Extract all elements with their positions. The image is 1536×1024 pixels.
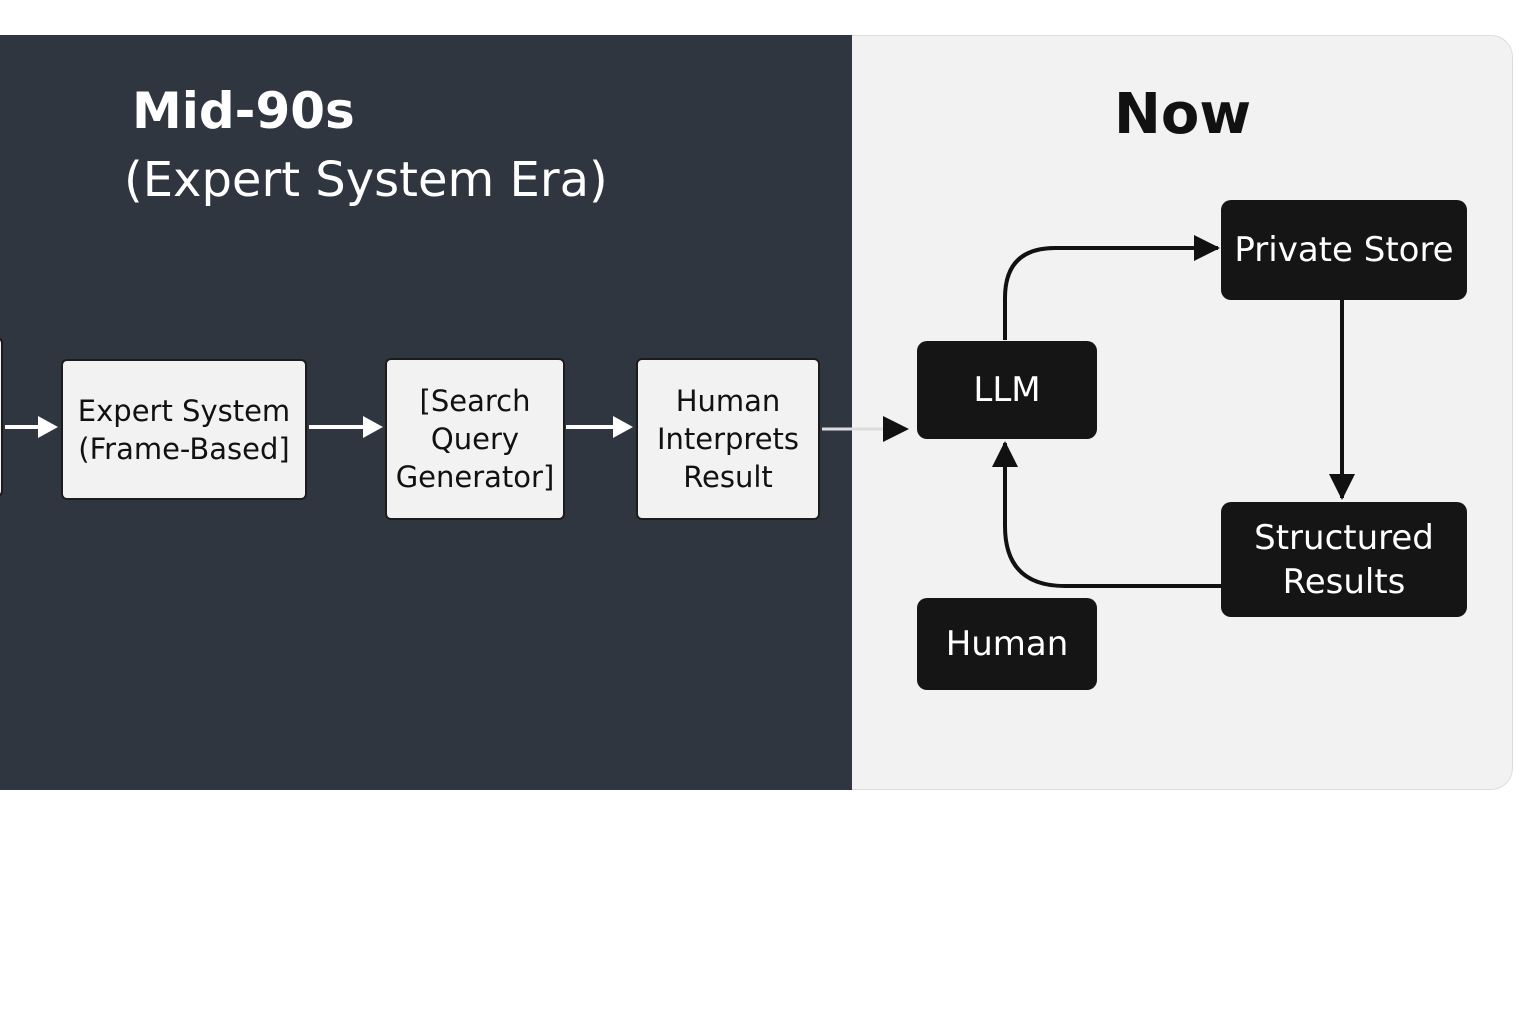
- arrow-results-to-llm: [992, 441, 1221, 588]
- expert-era-subtitle: (Expert System Era): [124, 152, 608, 208]
- llm-node: LLM: [917, 341, 1097, 439]
- human-interprets-box: Human Interprets Result: [636, 358, 820, 520]
- arrow-llm-to-store: [1003, 235, 1220, 340]
- structured-results-node: Structured Results: [1221, 502, 1467, 617]
- search-query-generator-box: [Search Query Generator]: [385, 358, 565, 520]
- private-store-node: Private Store: [1221, 200, 1467, 300]
- expert-system-box: Expert System (Frame-Based]: [61, 359, 307, 500]
- human-node: Human: [917, 598, 1097, 690]
- now-title: Now: [1114, 82, 1252, 147]
- mid-90s-title: Mid-90s: [132, 82, 355, 140]
